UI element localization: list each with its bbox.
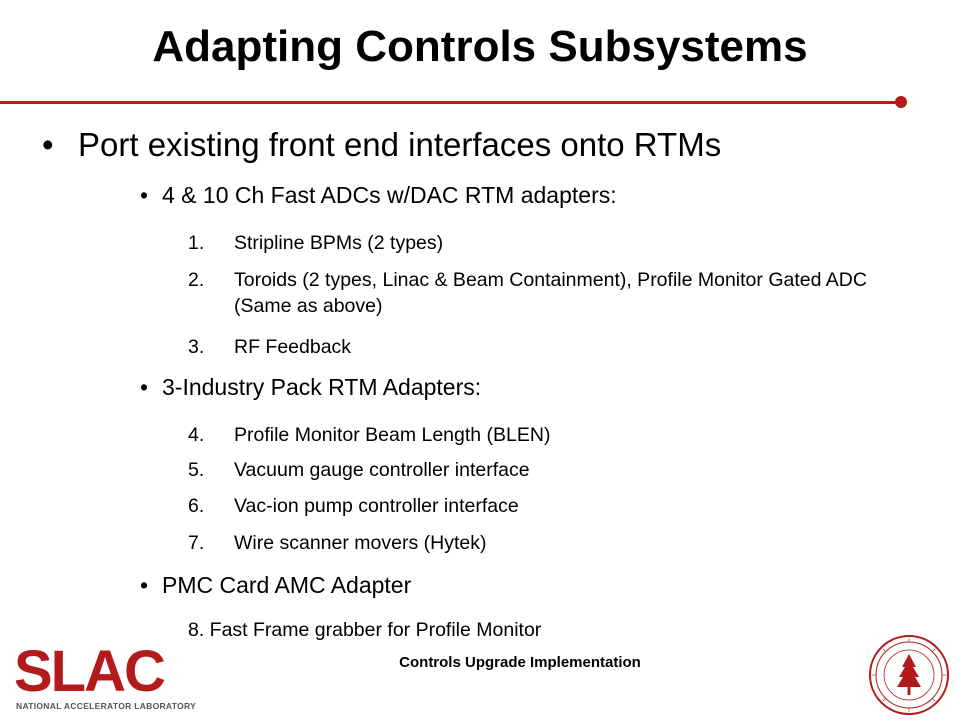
slide-title: Adapting Controls Subsystems (152, 22, 808, 71)
footer-text: Controls Upgrade Implementation (399, 654, 641, 671)
list-item-text: Stripline BPMs (2 types) (234, 232, 444, 254)
bullet-icon: • (42, 126, 54, 163)
bullet-icon: • (140, 572, 149, 598)
list-item-number: 1. (188, 232, 205, 254)
title-divider (0, 101, 898, 104)
list-item-number: 5. (188, 459, 205, 481)
list-item: 8. Fast Frame grabber for Profile Monito… (188, 619, 542, 641)
list-item-number: 6. (188, 495, 205, 517)
list-item-number: 7. (188, 532, 205, 554)
main-bullet-text: Port existing front end interfaces onto … (78, 126, 722, 163)
list-item-text: Vac-ion pump controller interface (234, 495, 519, 517)
list-item-number: 2. (188, 269, 205, 291)
list-item-text: Profile Monitor Beam Length (BLEN) (234, 424, 551, 446)
list-item-number: 4. (188, 424, 205, 446)
list-item-text: Wire scanner movers (Hytek) (234, 532, 487, 554)
logo-wordmark: SLAC (14, 639, 166, 704)
list-item-text: RF Feedback (234, 336, 352, 358)
group-heading-text: 4 & 10 Ch Fast ADCs w/DAC RTM adapters: (162, 182, 617, 208)
group-heading-text: 3-Industry Pack RTM Adapters: (162, 374, 482, 400)
list-item-text: Vacuum gauge controller interface (234, 459, 530, 481)
stanford-seal-icon (869, 635, 949, 715)
bullet-icon: • (140, 182, 149, 208)
list-item-number: 3. (188, 336, 205, 358)
logo-subtitle: NATIONAL ACCELERATOR LABORATORY (16, 701, 197, 711)
bullet-icon: • (140, 374, 149, 400)
slac-logo: SLAC NATIONAL ACCELERATOR LABORATORY (14, 639, 196, 712)
list-item-text: Toroids (2 types, Linac & Beam Containme… (234, 269, 867, 317)
title-divider-dot (895, 96, 907, 108)
group-heading-text: PMC Card AMC Adapter (162, 572, 412, 598)
